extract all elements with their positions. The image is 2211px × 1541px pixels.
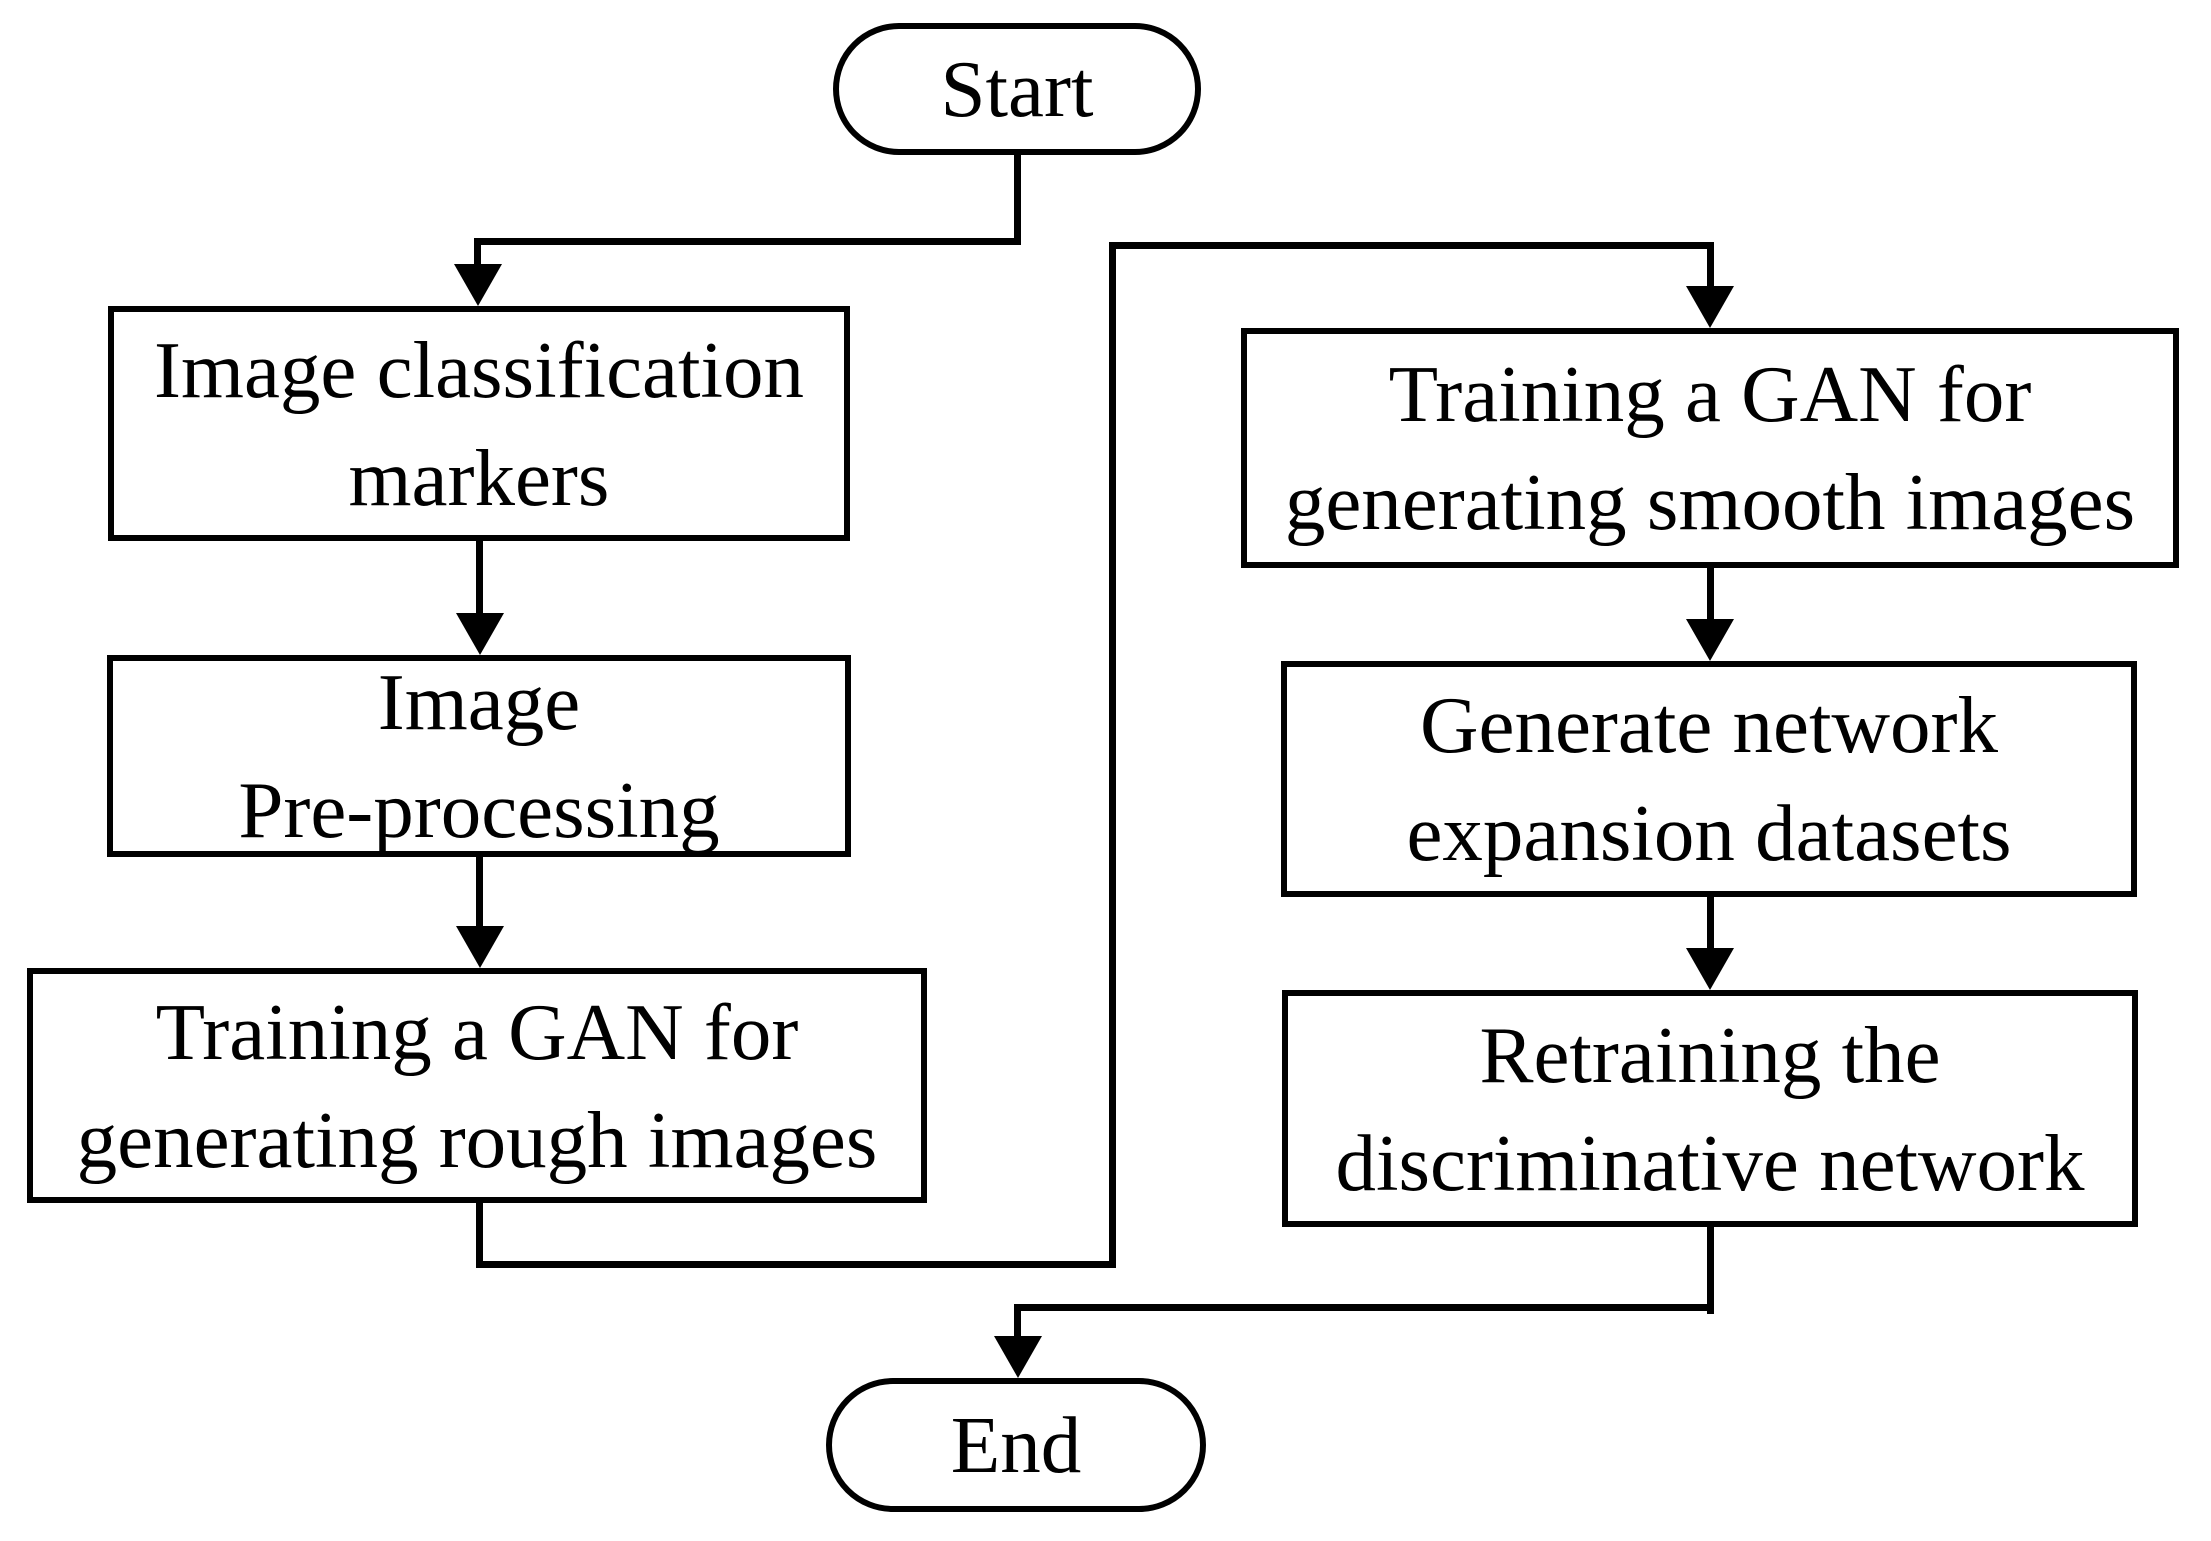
process-label-line: Pre-processing (238, 765, 720, 855)
edge-start-drop (474, 238, 481, 268)
process-label-line: discriminative network (1335, 1117, 2085, 1208)
arrowhead-down-icon (456, 926, 504, 968)
process-label-line: Image classification (154, 324, 804, 415)
arrowhead-down-icon (1686, 286, 1734, 328)
process-label-line: Image (377, 657, 581, 747)
process-label-line: generating rough images (76, 1094, 878, 1185)
edge-start-stem (1014, 152, 1021, 245)
end-terminator: End (826, 1378, 1206, 1512)
arrowhead-down-icon (994, 1336, 1042, 1378)
process-label-line: Training a GAN for (155, 986, 799, 1077)
arrowhead-down-icon (456, 613, 504, 655)
edge-end-horizontal (1014, 1304, 1714, 1311)
edge-end-drop (1014, 1304, 1021, 1338)
process-label-line: Training a GAN for (1388, 349, 2032, 439)
end-label: End (950, 1400, 1082, 1490)
process-label-line: Retraining the (1479, 1009, 1941, 1100)
start-terminator: Start (833, 23, 1201, 155)
edge-preprocessing-to-gan-rough (476, 857, 483, 928)
process-box-image-pre-processing: Image Pre-processing (107, 655, 851, 857)
process-label-line: Generate network (1420, 680, 1998, 770)
start-label: Start (940, 44, 1094, 134)
edge-loop-bottom-horizontal (476, 1261, 1116, 1268)
arrowhead-down-icon (1686, 619, 1734, 661)
edge-loop-drop-to-gan-smooth (1707, 242, 1714, 288)
edge-gan-smooth-to-expansion (1707, 568, 1714, 621)
process-label-line: markers (348, 432, 610, 523)
arrowhead-down-icon (454, 264, 502, 306)
edge-loop-vertical-riser (1109, 242, 1116, 1268)
process-label-line: generating smooth images (1284, 457, 2136, 547)
edge-expansion-to-retraining (1707, 897, 1714, 950)
edge-retraining-drop (1707, 1227, 1714, 1314)
edge-markers-to-preprocessing (476, 541, 483, 615)
process-box-image-classification-markers: Image classification markers (108, 306, 850, 541)
process-box-retraining-discriminative-network: Retraining the discriminative network (1282, 990, 2138, 1227)
process-label-line: expansion datasets (1406, 788, 2012, 878)
process-box-generate-network-expansion-datasets: Generate network expansion datasets (1281, 661, 2137, 897)
process-box-training-gan-smooth-images: Training a GAN for generating smooth ima… (1241, 328, 2179, 568)
arrowhead-down-icon (1686, 948, 1734, 990)
process-box-training-gan-rough-images: Training a GAN for generating rough imag… (27, 968, 927, 1203)
edge-gan-rough-drop (476, 1202, 483, 1268)
edge-loop-top-horizontal (1109, 242, 1714, 249)
edge-start-horizontal (474, 238, 1021, 245)
